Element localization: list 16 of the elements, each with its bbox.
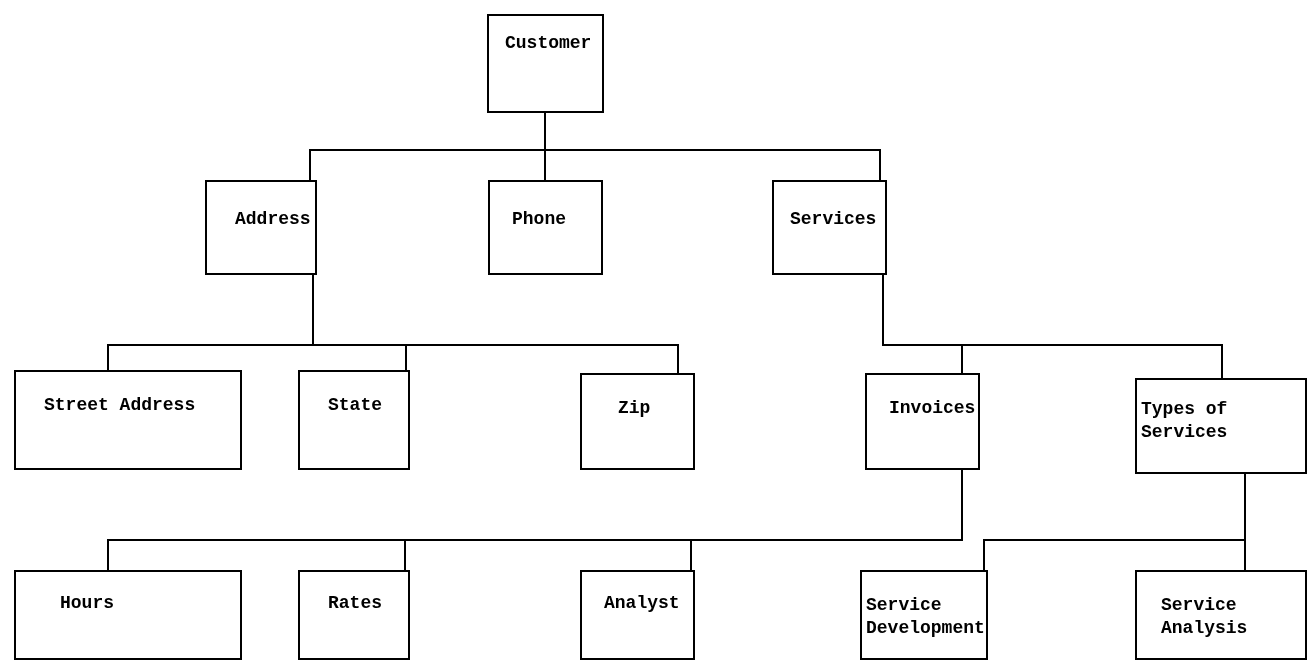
connector-line (690, 469, 963, 571)
entity-box: Analyst (580, 570, 695, 660)
entity-box: Rates (298, 570, 410, 660)
entity-box: Service Analysis (1135, 570, 1307, 660)
entity-box: State (298, 370, 410, 470)
entity-box: Services (772, 180, 887, 275)
entity-box: Phone (488, 180, 603, 275)
entity-box: Customer (487, 14, 604, 113)
entity-box: Zip (580, 373, 695, 470)
entity-box: Street Address (14, 370, 242, 470)
connector-line (1244, 473, 1246, 571)
entity-box: Invoices (865, 373, 980, 470)
entity-box: Service Development (860, 570, 988, 660)
entity-box: Hours (14, 570, 242, 660)
entity-box: Types of Services (1135, 378, 1307, 474)
entity-box: Address (205, 180, 317, 275)
